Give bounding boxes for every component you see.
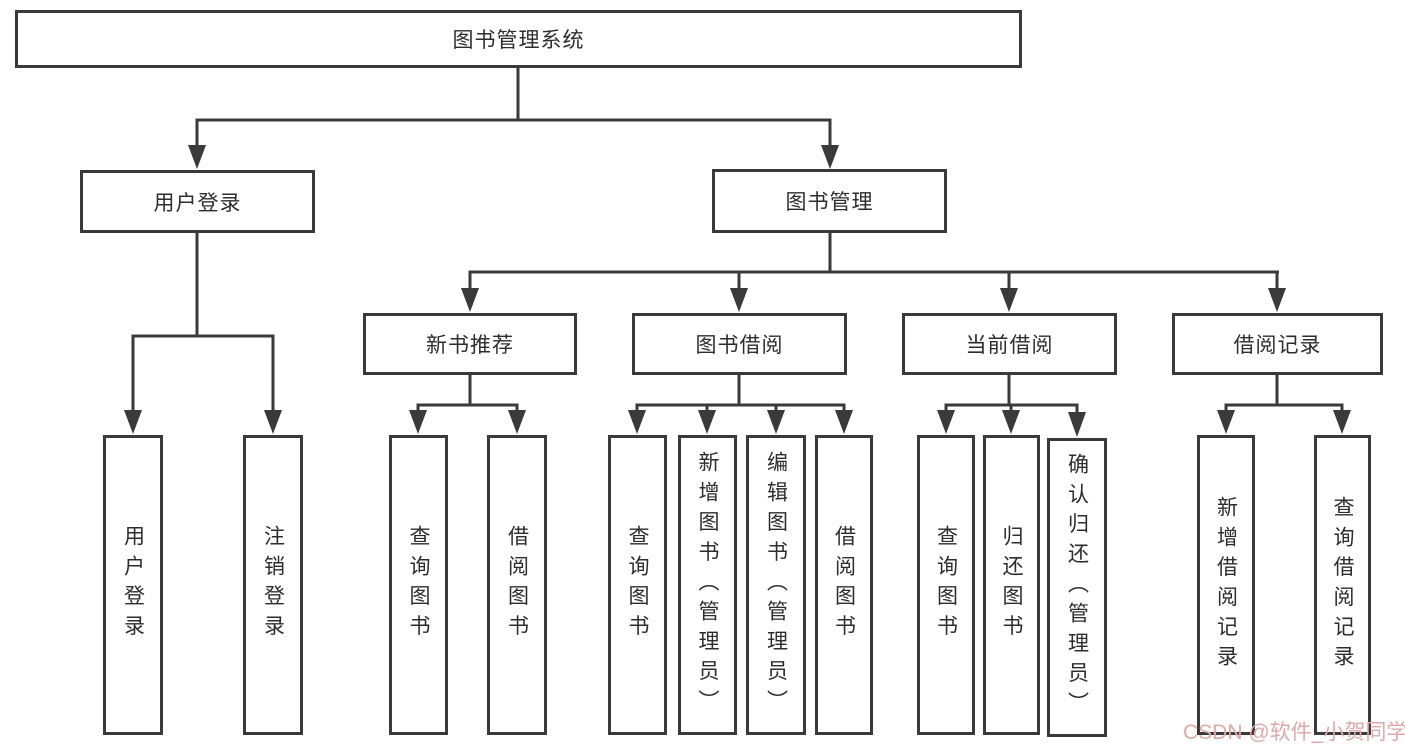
arrow-down-icon [124, 410, 142, 434]
node-leaf-query-books-1: 查询图书 [389, 435, 448, 735]
node-user-login-module: 用户登录 [80, 170, 315, 233]
arrow-down-icon [730, 288, 748, 312]
arrow-down-icon [628, 410, 646, 434]
node-root-library-system: 图书管理系统 [15, 10, 1022, 68]
connector-root-to-level2 [188, 68, 839, 169]
node-leaf-edit-books-admin: 编辑图书（管理员） [746, 435, 806, 735]
node-leaf-query-books-2: 查询图书 [608, 435, 667, 735]
node-leaf-confirm-return-admin: 确认归还（管理员） [1047, 438, 1107, 737]
arrow-down-icon [767, 410, 785, 434]
csdn-watermark: CSDN @软件_小贺同学 [1183, 721, 1405, 744]
connector-records-branch [1217, 375, 1351, 434]
node-leaf-add-books-admin: 新增图书（管理员） [678, 435, 737, 735]
node-book-borrowing: 图书借阅 [632, 313, 847, 375]
arrow-down-icon [461, 288, 479, 312]
node-leaf-borrow-books-2: 借阅图书 [815, 435, 873, 735]
arrow-down-icon [821, 145, 839, 169]
node-leaf-borrow-books-1: 借阅图书 [487, 435, 547, 735]
arrow-down-icon [835, 410, 853, 434]
node-book-management: 图书管理 [712, 169, 947, 233]
arrow-down-icon [1217, 410, 1235, 434]
node-current-borrowing: 当前借阅 [902, 313, 1117, 375]
node-leaf-query-borrow-record: 查询借阅记录 [1314, 435, 1371, 735]
connector-current-branch [937, 375, 1086, 437]
node-leaf-query-books-3: 查询图书 [917, 435, 975, 735]
node-leaf-logout: 注销登录 [243, 435, 303, 735]
arrow-down-icon [409, 410, 427, 434]
arrow-down-icon [698, 410, 716, 434]
arrow-down-icon [1333, 410, 1351, 434]
node-new-book-recommendation: 新书推荐 [363, 313, 577, 375]
node-leaf-return-books: 归还图书 [983, 435, 1040, 735]
node-leaf-user-login: 用户登录 [103, 435, 163, 735]
node-borrowing-records: 借阅记录 [1172, 313, 1383, 375]
arrow-down-icon [1002, 410, 1020, 434]
arrow-down-icon [264, 410, 282, 434]
connector-bookmgmt-branch [461, 233, 1286, 312]
arrow-down-icon [1000, 288, 1018, 312]
node-leaf-add-borrow-record: 新增借阅记录 [1197, 435, 1255, 735]
connector-borrowing-branch [628, 375, 853, 434]
arrow-down-icon [188, 145, 206, 169]
arrow-down-icon [1268, 288, 1286, 312]
connector-userlogin-branch [124, 233, 282, 434]
arrow-down-icon [1068, 412, 1086, 437]
arrow-down-icon [937, 410, 955, 434]
connector-newbooks-branch [409, 375, 526, 434]
arrow-down-icon [508, 410, 526, 434]
